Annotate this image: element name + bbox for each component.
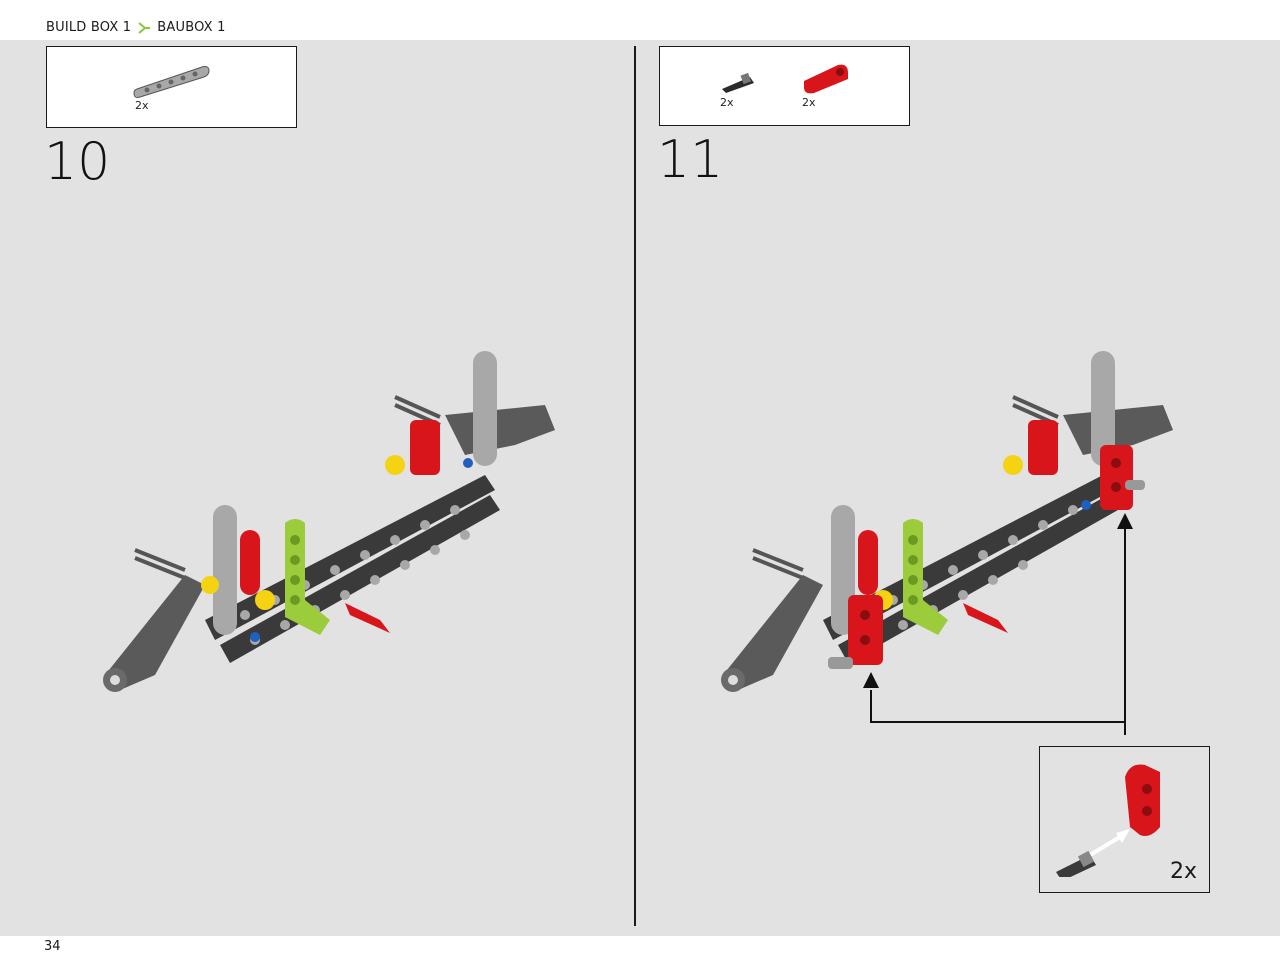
gray-beam-icon (133, 66, 210, 98)
sub-assembly-callout: 2x (1039, 746, 1210, 893)
step-number: 11 (657, 130, 724, 190)
model-step-10-image (103, 351, 555, 692)
build-box-label: BUILD BOX 1 (46, 20, 132, 35)
page-divider (634, 46, 636, 926)
sub-assembly-image (1056, 764, 1160, 877)
part-qty: 2x (720, 96, 734, 109)
page-footer (0, 936, 1280, 974)
chevron-right-icon (138, 21, 151, 34)
parts-box-step-11: 2x 2x (659, 46, 910, 126)
black-axle-pin-icon (722, 72, 754, 93)
red-connector-icon (804, 64, 848, 94)
page-header: BUILD BOX 1 BAUBOX 1 (0, 0, 1280, 40)
callout-qty: 2x (1169, 859, 1197, 884)
breadcrumb: BUILD BOX 1 BAUBOX 1 (46, 20, 226, 35)
baubox-label: BAUBOX 1 (157, 20, 226, 35)
parts-box-step-10: 2x (46, 46, 297, 128)
step-number: 10 (44, 132, 111, 192)
part-qty: 2x (135, 99, 149, 112)
part-qty: 2x (802, 96, 816, 109)
model-step-11-image (721, 351, 1173, 735)
page-number: 34 (44, 939, 61, 954)
